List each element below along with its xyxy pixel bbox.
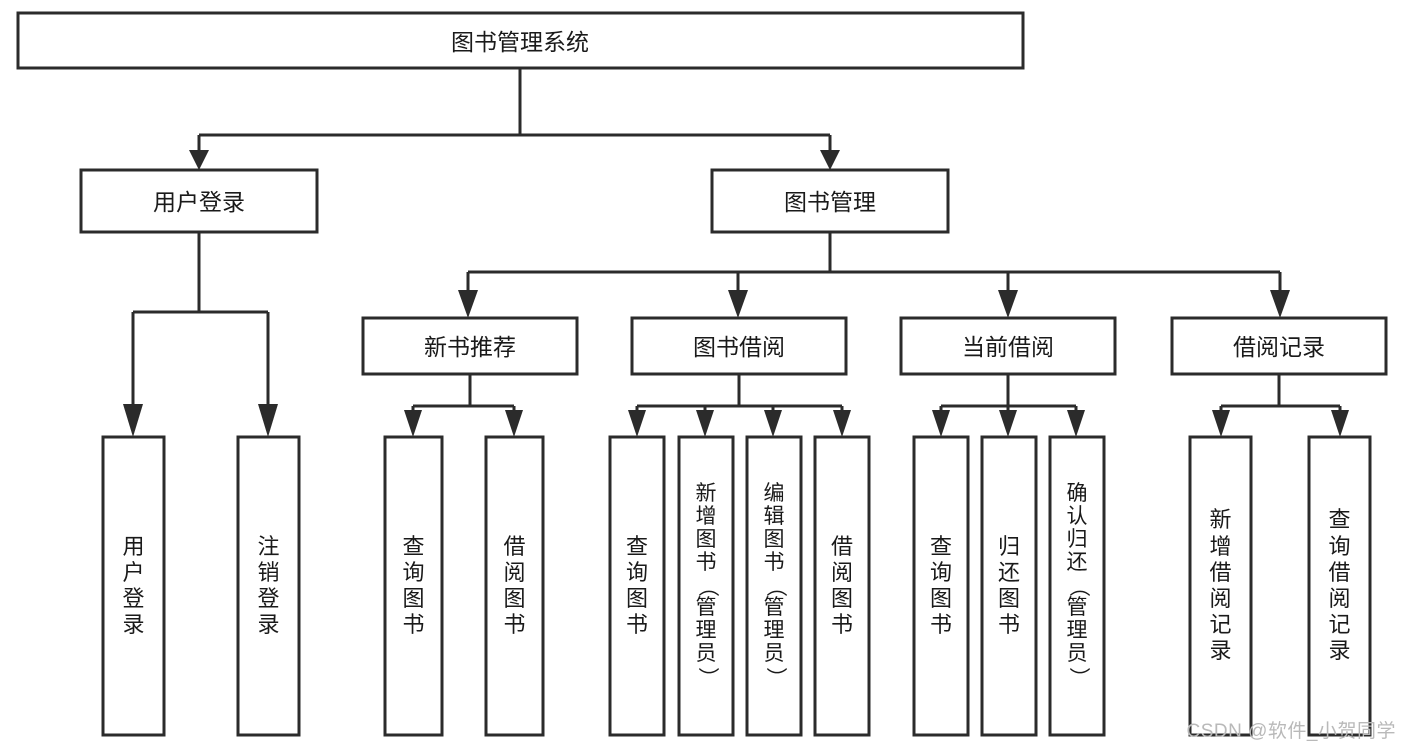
leaf-box-logout[interactable] [236,435,301,737]
node-user-login-label: 用户登录 [153,189,245,215]
node-book-borrow[interactable]: 图书借阅 [630,316,848,376]
leaf-box-group [101,435,1372,737]
node-book-borrow-label: 图书借阅 [693,334,785,360]
leaf-box-user-login[interactable] [101,435,166,737]
arrowhead-newbook-leaf-1 [404,410,422,437]
node-book-management-label: 图书管理 [784,189,876,215]
arrowhead-current-leaf-3 [1067,410,1085,437]
leaf-box-add-borrow-record[interactable] [1188,435,1253,737]
node-borrow-record-label: 借阅记录 [1233,334,1325,360]
leaf-box-borrow-book[interactable] [813,435,871,737]
node-new-book-recommend[interactable]: 新书推荐 [361,316,579,376]
leaf-box-borrow-book-newbook[interactable] [484,435,545,737]
node-root-box[interactable] [16,11,1025,70]
node-user-login-box[interactable] [79,168,319,234]
arrowhead-group [123,150,1349,437]
arrowhead-current-leaf-1 [932,410,950,437]
node-book-management-box[interactable] [710,168,950,234]
arrowhead-borrow-leaf-3 [764,410,782,437]
arrowhead-leaf-logout [258,404,278,437]
arrowhead-record-leaf-2 [1331,410,1349,437]
arrowhead-book-mgmt [820,150,840,170]
node-book-borrow-box[interactable] [630,316,848,376]
arrowhead-borrow-leaf-4 [833,410,851,437]
node-current-borrow-box[interactable] [899,316,1117,376]
leaf-box-query-book-borrow[interactable] [608,435,666,737]
arrowhead-record [1270,290,1290,318]
node-current-borrow[interactable]: 当前借阅 [899,316,1117,376]
node-book-management[interactable]: 图书管理 [710,168,950,234]
node-user-login[interactable]: 用户登录 [79,168,319,234]
arrowhead-newbook-leaf-2 [505,410,523,437]
leaf-box-query-book-newbook[interactable] [383,435,444,737]
node-root[interactable]: 图书管理系统 [16,11,1025,70]
node-new-book-recommend-label: 新书推荐 [424,334,516,360]
arrowhead-record-leaf-1 [1212,410,1230,437]
leaf-box-query-book-current[interactable] [912,435,970,737]
leaf-box-query-borrow-record[interactable] [1307,435,1372,737]
leaf-box-edit-book-admin[interactable] [745,435,803,737]
arrowhead-borrow-leaf-2 [696,410,714,437]
arrowhead-leaf-user-login [123,404,143,437]
node-borrow-record[interactable]: 借阅记录 [1170,316,1388,376]
leaf-box-add-book-admin[interactable] [677,435,735,737]
node-borrow-record-box[interactable] [1170,316,1388,376]
csdn-watermark: CSDN @软件_小贺同学 [1186,721,1396,742]
arrowhead-user-login [189,150,209,170]
arrowhead-borrow [728,290,748,318]
arrowhead-borrow-leaf-1 [628,410,646,437]
arrowhead-newbook [458,290,478,318]
leaf-box-return-book[interactable] [980,435,1038,737]
arrowhead-current [998,290,1018,318]
node-current-borrow-label: 当前借阅 [962,334,1054,360]
node-new-book-recommend-box[interactable] [361,316,579,376]
leaf-box-confirm-return-admin[interactable] [1048,435,1106,737]
arrowhead-current-leaf-2 [999,410,1017,437]
node-root-label: 图书管理系统 [451,29,589,55]
